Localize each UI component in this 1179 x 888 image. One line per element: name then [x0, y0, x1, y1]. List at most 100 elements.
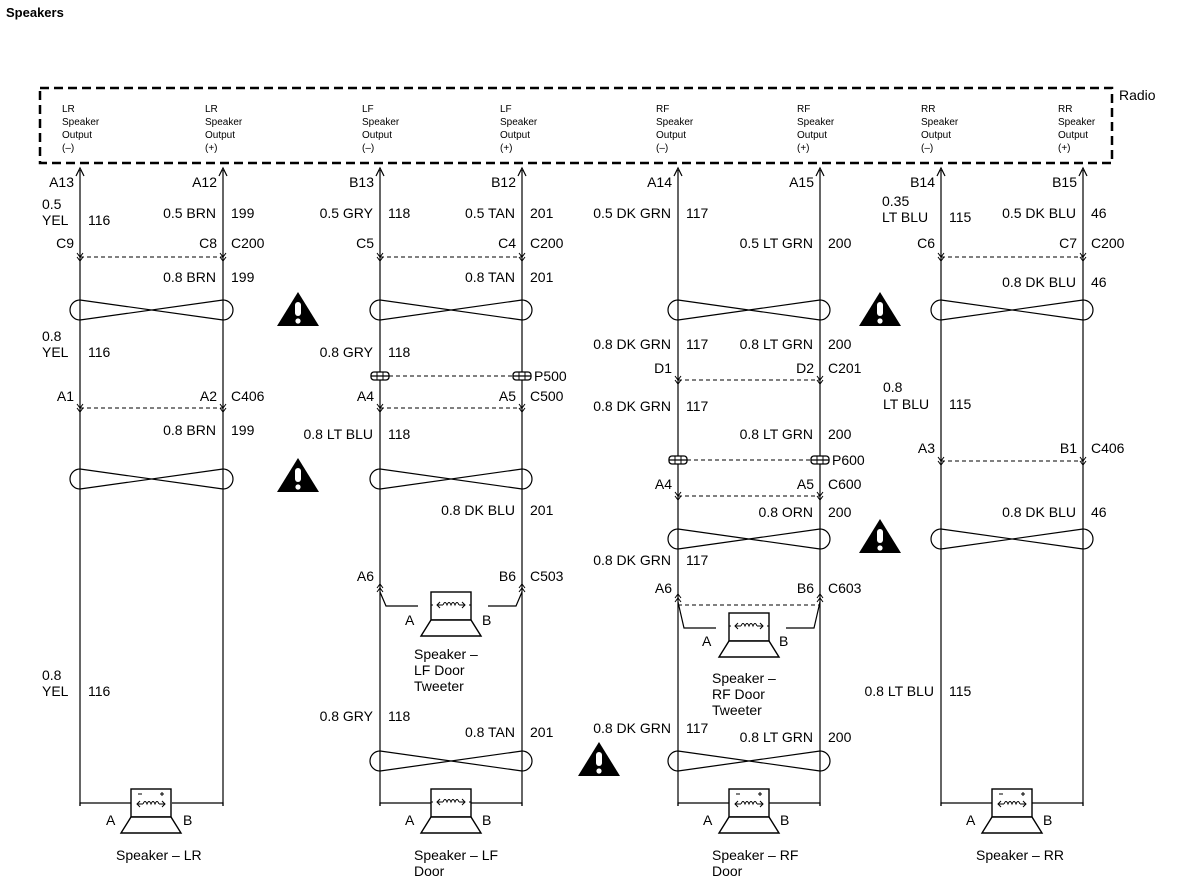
svg-text:C201: C201	[828, 360, 862, 376]
svg-text:0.5 DK BLU: 0.5 DK BLU	[1002, 205, 1076, 221]
svg-text:201: 201	[530, 502, 554, 518]
twisted-pair-rr-2	[930, 528, 1094, 550]
twisted-pair-rf-3	[667, 750, 831, 772]
speaker-lf-door-tweeter: A B Speaker – LF Door Tweeter	[405, 591, 491, 694]
svg-text:0.8 GRY: 0.8 GRY	[320, 708, 374, 724]
svg-text:Speaker: Speaker	[205, 117, 243, 128]
svg-text:(–): (–)	[656, 143, 668, 154]
svg-text:117: 117	[686, 205, 709, 221]
svg-text:B12: B12	[491, 174, 516, 190]
svg-text:Tweeter: Tweeter	[414, 678, 464, 694]
svg-text:0.5 DK GRN: 0.5 DK GRN	[593, 205, 671, 221]
svg-text:C8: C8	[199, 235, 217, 251]
svg-text:A: A	[405, 612, 415, 628]
svg-text:B: B	[780, 812, 789, 828]
twisted-pair-lf-3	[369, 750, 533, 772]
svg-text:B6: B6	[499, 568, 516, 584]
svg-text:C500: C500	[530, 388, 564, 404]
twisted-pair-lr-1	[69, 299, 234, 321]
svg-text:0.8 DK BLU: 0.8 DK BLU	[441, 502, 515, 518]
svg-text:D1: D1	[654, 360, 672, 376]
warning-triangle-icon	[578, 742, 620, 776]
svg-text:200: 200	[828, 729, 852, 745]
svg-text:A5: A5	[797, 476, 814, 492]
svg-text:A: A	[106, 812, 116, 828]
speaker-lr: A B Speaker – LR	[79, 788, 224, 863]
wire-labels-section-2: 0.8 BRN 199 0.8 TAN 201 0.8 DK BLU 46	[163, 269, 1107, 290]
svg-text:201: 201	[530, 724, 554, 740]
svg-text:A3: A3	[918, 440, 935, 456]
svg-text:199: 199	[231, 422, 255, 438]
svg-text:A14: A14	[647, 174, 672, 190]
svg-text:RF Door: RF Door	[712, 686, 765, 702]
svg-text:C603: C603	[828, 580, 862, 596]
svg-text:0.5 BRN: 0.5 BRN	[163, 205, 216, 221]
svg-text:Output: Output	[656, 130, 686, 141]
svg-text:0.8 GRY: 0.8 GRY	[320, 344, 374, 360]
svg-text:0.8: 0.8	[42, 667, 62, 683]
svg-text:200: 200	[828, 504, 852, 520]
svg-text:A5: A5	[499, 388, 516, 404]
svg-text:A15: A15	[789, 174, 814, 190]
svg-text:0.8 LT GRN: 0.8 LT GRN	[740, 729, 813, 745]
svg-text:0.8 DK GRN: 0.8 DK GRN	[593, 552, 671, 568]
svg-text:(+): (+)	[1058, 143, 1071, 154]
connector-c200: C9 C8 C200 C5 C4 C200 C6 C7 C200	[56, 235, 1125, 262]
svg-text:B: B	[1043, 812, 1052, 828]
svg-text:116: 116	[88, 212, 111, 228]
svg-text:A: A	[966, 812, 976, 828]
svg-text:46: 46	[1091, 205, 1107, 221]
svg-text:A: A	[703, 812, 713, 828]
svg-text:Output: Output	[205, 130, 235, 141]
svg-text:LR: LR	[205, 104, 218, 115]
svg-text:C503: C503	[530, 568, 564, 584]
warning-triangle-icon	[277, 292, 319, 326]
svg-text:201: 201	[530, 205, 554, 221]
svg-text:0.8 DK GRN: 0.8 DK GRN	[593, 336, 671, 352]
twisted-pair-lf-1	[369, 299, 533, 321]
svg-text:46: 46	[1091, 274, 1107, 290]
svg-text:118: 118	[388, 426, 411, 442]
svg-text:A13: A13	[49, 174, 74, 190]
svg-text:Output: Output	[921, 130, 951, 141]
warning-triangle-icon	[859, 292, 901, 326]
svg-text:LF Door: LF Door	[414, 662, 465, 678]
speaker-icon	[981, 788, 1043, 834]
svg-text:0.8: 0.8	[42, 328, 62, 344]
svg-text:C406: C406	[231, 388, 265, 404]
svg-text:117: 117	[686, 720, 709, 736]
svg-text:(–): (–)	[921, 143, 933, 154]
twisted-pair-lf-2	[369, 468, 533, 490]
svg-text:Speaker – LF: Speaker – LF	[414, 847, 498, 863]
svg-text:A6: A6	[357, 568, 374, 584]
svg-text:(–): (–)	[362, 143, 374, 154]
svg-text:115: 115	[949, 396, 972, 412]
svg-text:Tweeter: Tweeter	[712, 702, 762, 718]
speaker-rf-door-tweeter: A B Speaker – RF Door Tweeter	[702, 612, 788, 718]
svg-text:B13: B13	[349, 174, 374, 190]
svg-text:A4: A4	[655, 476, 672, 492]
svg-text:Speaker: Speaker	[62, 117, 100, 128]
svg-text:A12: A12	[192, 174, 217, 190]
svg-text:B15: B15	[1052, 174, 1077, 190]
svg-text:118: 118	[388, 205, 411, 221]
twisted-pair-rr-1	[930, 299, 1094, 321]
connector-c503: A6 B6 C503	[357, 568, 564, 607]
svg-text:199: 199	[231, 205, 255, 221]
speaker-icon	[420, 591, 482, 637]
twisted-pair-lr-2	[69, 468, 234, 490]
svg-text:Speaker: Speaker	[362, 117, 400, 128]
svg-text:Output: Output	[500, 130, 530, 141]
svg-text:C4: C4	[498, 235, 516, 251]
svg-text:A4: A4	[357, 388, 374, 404]
diagram-title: Speakers	[6, 5, 64, 20]
speaker-rr: A B Speaker – RR	[940, 788, 1084, 863]
svg-text:0.8 LT BLU: 0.8 LT BLU	[864, 683, 934, 699]
svg-text:199: 199	[231, 269, 255, 285]
